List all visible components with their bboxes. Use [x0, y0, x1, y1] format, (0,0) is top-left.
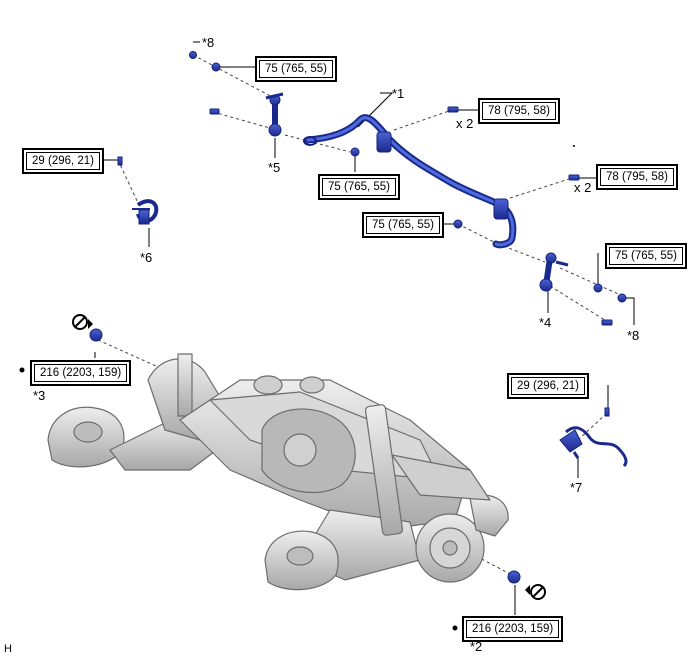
callout-label: *5 — [268, 160, 281, 175]
torque-spec-text: 75 (765, 55) — [322, 178, 397, 196]
torque-spec-text: 75 (765, 55) — [609, 247, 684, 265]
torque-spec-box: 75 (765, 55) — [318, 174, 401, 200]
torque-spec-text: 29 (296, 21) — [26, 152, 101, 170]
callout-label: *2 — [470, 639, 483, 654]
figure-code: H — [4, 643, 12, 655]
torque-spec-box: 216 (2203, 159) — [30, 360, 132, 386]
torque-spec-box: 75 (765, 55) — [255, 56, 338, 82]
torque-spec-text: 78 (795, 58) — [600, 168, 675, 186]
callout-label: *1 — [392, 86, 405, 101]
rear-suspension-assembly — [47, 353, 509, 591]
callout-label: *8 — [627, 328, 640, 343]
bracket-part-6 — [132, 199, 159, 225]
fasteners — [89, 51, 627, 584]
callout-label: *3 — [33, 388, 46, 403]
quantity-label: x 2 — [456, 116, 474, 131]
mark-dots — [19, 145, 575, 631]
torque-spec-box: 216 (2203, 159) — [462, 616, 564, 642]
torque-spec-box: 75 (765, 55) — [605, 243, 688, 269]
replace-part-icon — [72, 314, 93, 330]
sensor-part-7 — [559, 426, 628, 468]
callout-label: *8 — [202, 35, 215, 50]
callout-label: *7 — [570, 480, 583, 495]
callout-label: *4 — [539, 315, 552, 330]
quantity-label: x 2 — [574, 180, 592, 195]
torque-spec-box: 75 (765, 55) — [362, 212, 445, 238]
torque-spec-text: 216 (2203, 159) — [34, 364, 128, 382]
torque-spec-text: 216 (2203, 159) — [466, 620, 560, 638]
torque-spec-text: 75 (765, 55) — [366, 216, 441, 234]
torque-spec-text: 29 (296, 21) — [511, 377, 586, 395]
stabilizer-link-5 — [265, 92, 284, 137]
torque-spec-box: 29 (296, 21) — [22, 148, 105, 174]
torque-spec-box: 78 (795, 58) — [596, 164, 679, 190]
stabilizer-bar — [303, 114, 517, 249]
torque-spec-box: 78 (795, 58) — [478, 98, 561, 124]
stabilizer-link-4 — [539, 252, 569, 292]
torque-spec-text: 75 (765, 55) — [259, 60, 334, 78]
callout-label: *6 — [140, 250, 153, 265]
torque-spec-text: 78 (795, 58) — [482, 102, 557, 120]
replace-part-icon — [525, 584, 546, 600]
torque-spec-box: 29 (296, 21) — [507, 373, 590, 399]
